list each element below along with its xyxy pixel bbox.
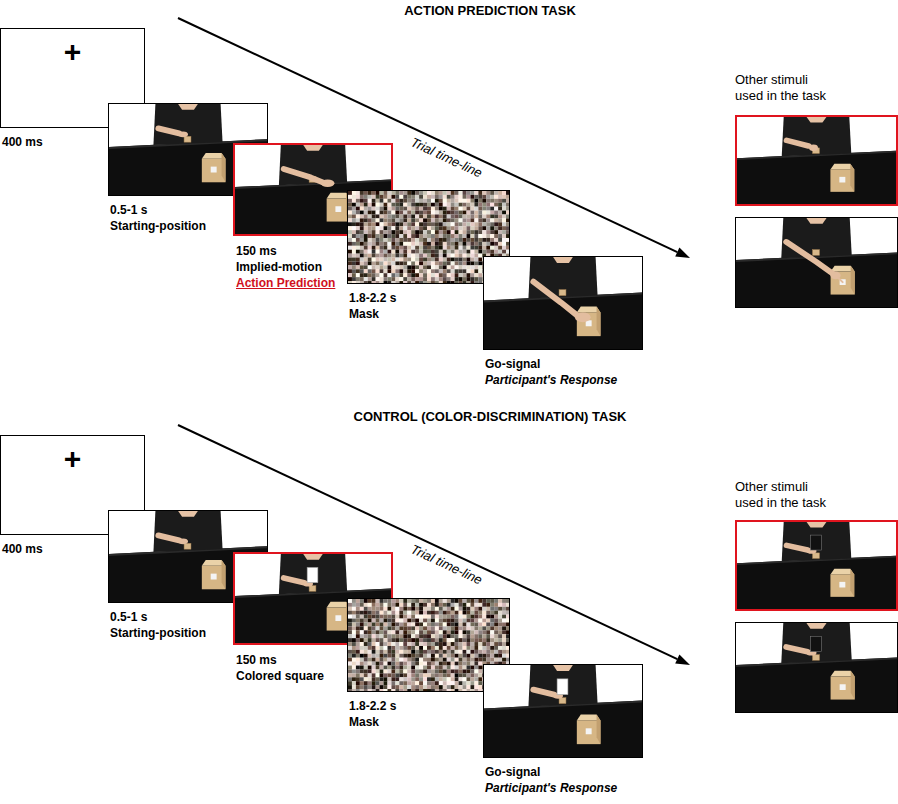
side-note: Other stimuli used in the task [735, 72, 835, 104]
stimulus-screen: Go-signalParticipant's Response [483, 664, 643, 758]
timing-caption: Go-signal [485, 764, 540, 780]
timing-caption: Starting-position [110, 625, 206, 641]
timing-caption: Starting-position [110, 218, 206, 234]
timing-caption: 0.5-1 s [110, 202, 147, 218]
timing-caption: Colored square [236, 668, 324, 684]
other-stimulus [735, 217, 898, 308]
cross-holder: + [1, 444, 144, 474]
scene-photo [737, 117, 896, 204]
side-note: Other stimuli used in the task [735, 479, 835, 511]
timing-caption: 400 ms [2, 134, 43, 150]
timing-caption: Go-signal [485, 356, 540, 372]
timing-caption: Participant's Response [485, 780, 617, 796]
fixation-cross: + [64, 444, 82, 474]
cross-holder: + [1, 37, 144, 67]
scene-photo [736, 623, 897, 712]
stimulus-screen: Go-signalParticipant's Response [483, 256, 643, 350]
timing-caption: 150 ms [236, 652, 277, 668]
scene-photo [736, 218, 897, 307]
task-heading: ACTION PREDICTION TASK [290, 3, 690, 18]
caption-group: Go-signalParticipant's Response [485, 356, 725, 388]
timing-caption: 0.5-1 s [110, 609, 147, 625]
timing-caption: Implied-motion [236, 259, 322, 275]
timing-caption: 1.8-2.2 s [349, 290, 396, 306]
timing-caption: Participant's Response [485, 372, 617, 388]
arrow-head [675, 655, 690, 665]
timing-caption: 150 ms [236, 243, 277, 259]
timeline-label: Trial time-line [409, 541, 485, 587]
timing-caption: 1.8-2.2 s [349, 698, 396, 714]
timeline-label: Trial time-line [409, 134, 485, 180]
scene-photo [737, 522, 896, 609]
scene-photo [484, 257, 642, 349]
other-stimulus [735, 520, 898, 611]
timing-caption: Mask [349, 306, 379, 322]
scene-photo [484, 665, 642, 757]
timing-caption: 400 ms [2, 541, 43, 557]
fixation-cross: + [64, 37, 82, 67]
task-heading: CONTROL (COLOR-DISCRIMINATION) TASK [290, 409, 690, 424]
timing-caption: Mask [349, 714, 379, 730]
other-stimulus [735, 115, 898, 206]
caption-group: Go-signalParticipant's Response [485, 764, 725, 796]
arrow-head [675, 248, 690, 258]
condition-label: Action Prediction [236, 275, 335, 291]
other-stimulus [735, 622, 898, 713]
